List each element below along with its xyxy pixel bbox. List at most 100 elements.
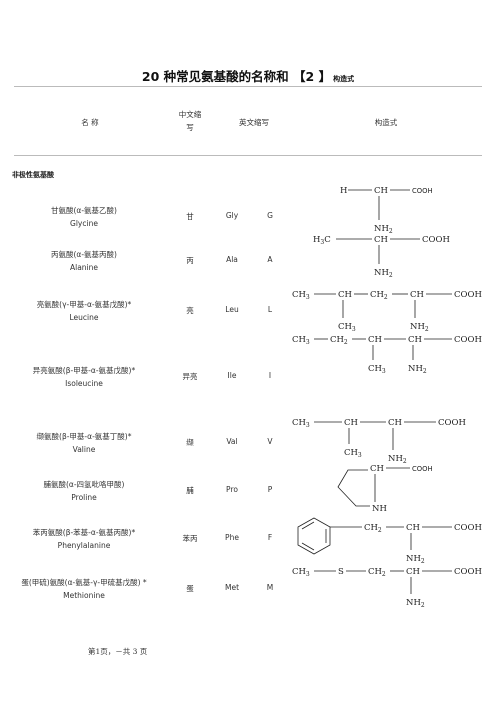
amino-acid-name-cn: 丙氨酸(α-氨基丙酸) — [50, 250, 117, 259]
header-top-rule — [14, 86, 482, 87]
amino-acid-name-en: Isoleucine — [65, 379, 103, 388]
en-abbr-three: Pro — [226, 485, 238, 494]
leucine-ch: CH — [338, 290, 352, 300]
methionine-ch: CH — [406, 567, 420, 577]
amino-acid-name-en: Leucine — [69, 313, 99, 322]
cn-abbr: 蛋 — [186, 584, 194, 593]
phenylalanine-cooh: COOH — [454, 523, 482, 533]
amino-acid-name: 甘氨酸(α-氨基乙酸) Glycine — [20, 204, 148, 230]
formula-isoleucine: CH3 CH2 CH CH COOH CH3 NH2 — [292, 335, 482, 375]
valine-ch-alpha: CH — [388, 418, 402, 428]
amino-acid-name-en: Glycine — [70, 219, 98, 228]
alanine-h3c: H3C — [313, 235, 331, 246]
isoleucine-ch-alpha: CH — [408, 335, 422, 345]
en-abbr-three: Ala — [226, 255, 238, 264]
header-cn-abbr-line2: 写 — [186, 123, 194, 132]
formula-glycine: H CH COOH NH2 — [340, 186, 433, 235]
formula-alanine: H3C CH COOH NH2 — [313, 235, 450, 279]
section-label: 非极性氨基酸 — [12, 171, 54, 179]
amino-acid-name-en: Phenylalanine — [57, 541, 111, 550]
amino-acid-name: 蛋(甲硫)氨酸(α-氨基-γ-甲硫基戊酸) * Methionine — [20, 576, 148, 602]
en-abbr-one: L — [267, 305, 273, 314]
header-cn-abbr-line1: 中文缩 — [178, 110, 202, 119]
amino-acid-name: 脯氨酸(α-四氢吡咯甲酸)Proline — [20, 478, 148, 504]
formula-methionine: CH3 S CH2 CH COOH NH2 — [292, 567, 482, 609]
page-footer: 第1页，－共 3 页 — [88, 647, 148, 656]
isoleucine-ch3: CH3 — [292, 335, 310, 346]
amino-acid-name: 苯丙氨酸(β-苯基-α-氨基丙酸)* Phenylalanine — [20, 526, 148, 552]
proline-cooh: COOH — [412, 465, 433, 473]
leucine-ch3-branch: CH3 — [338, 322, 356, 333]
methionine-s: S — [338, 567, 344, 577]
formula-valine: CH3 CH CH COOH CH3 NH2 — [292, 418, 466, 465]
valine-ch3: CH3 — [292, 418, 310, 429]
amino-acid-name-cn: 缬氨酸(β-甲基-α-氨基丁酸)* — [36, 432, 132, 441]
methionine-nh2: NH2 — [406, 598, 425, 609]
header-structure: 构造式 — [374, 118, 398, 127]
leucine-ch-alpha: CH — [410, 290, 424, 300]
phenylalanine-ch: CH — [406, 523, 420, 533]
amino-acid-name-cn: 异亮氨酸(β-甲基-α-氨基戊酸)* — [32, 366, 136, 375]
amino-acid-name-cn: 亮氨酸(γ-甲基-α-氨基戊酸)* — [36, 300, 132, 309]
leucine-ch3: CH3 — [292, 290, 310, 301]
isoleucine-ch-beta: CH — [368, 335, 382, 345]
en-abbr-one: A — [267, 255, 273, 264]
header-bottom-rule — [14, 155, 482, 156]
formula-phenylalanine: CH2 CH COOH NH2 — [297, 517, 482, 565]
amino-acid-name-cn: 苯丙氨酸(β-苯基-α-氨基丙酸)* — [32, 528, 136, 537]
glycine-nh2: NH2 — [374, 224, 393, 235]
glycine-h: H — [340, 186, 347, 196]
structural-formulas: H CH COOH NH2 H3C CH COOH NH2 CH3 CH CH2… — [292, 186, 482, 609]
methionine-ch2: CH2 — [368, 567, 386, 578]
glycine-cooh: COOH — [412, 187, 433, 195]
cn-abbr: 亮 — [186, 306, 194, 315]
glycine-ch: CH — [374, 186, 388, 196]
amino-acid-name-cn: 甘氨酸(α-氨基乙酸) — [50, 206, 117, 215]
amino-acid-name: 丙氨酸(α-氨基丙酸) Alanine — [20, 248, 148, 274]
cn-abbr: 甘 — [186, 212, 194, 221]
cn-abbr: 丙 — [186, 256, 194, 265]
header-en-abbr: 英文缩写 — [239, 118, 269, 127]
valine-cooh: COOH — [438, 418, 466, 428]
phenylalanine-nh2: NH2 — [406, 554, 425, 565]
en-abbr-three: Ile — [227, 371, 237, 380]
en-abbr-one: G — [267, 211, 273, 220]
en-abbr-one: I — [268, 371, 272, 380]
en-abbr-three: Gly — [225, 211, 239, 220]
leucine-ch2: CH2 — [370, 290, 388, 301]
amino-acid-name-en: Valine — [72, 445, 96, 454]
cn-abbr: 脯 — [186, 486, 194, 495]
en-abbr-three: Phe — [225, 533, 239, 542]
en-abbr-three: Met — [224, 583, 240, 592]
header-name: 名 称 — [81, 118, 99, 127]
title-sub: 构造式 — [333, 75, 355, 83]
isoleucine-cooh: COOH — [454, 335, 482, 345]
page-title: 20 种常见氨基酸的名称和 【2 】构造式 — [0, 66, 496, 85]
formula-leucine: CH3 CH CH2 CH COOH CH3 NH2 — [292, 290, 482, 333]
amino-acid-name-cn: 蛋(甲硫)氨酸(α-氨基-γ-甲硫基戊酸) * — [21, 578, 147, 587]
cn-abbr: 缬 — [186, 438, 194, 447]
amino-acid-name-en: Alanine — [69, 263, 98, 272]
proline-ch: CH — [370, 464, 384, 474]
amino-acid-name: 缬氨酸(β-甲基-α-氨基丁酸)* Valine — [20, 430, 148, 456]
en-abbr-one: P — [267, 485, 273, 494]
valine-nh2: NH2 — [388, 454, 407, 465]
isoleucine-nh2: NH2 — [408, 364, 427, 375]
proline-nh: NH — [372, 504, 387, 514]
amino-acid-name-en: Methionine — [63, 591, 105, 600]
title-main: 20 种常见氨基酸的名称和 【2 】 — [141, 69, 332, 84]
amino-acid-name-cn: 脯氨酸(α-四氢吡咯甲酸) — [43, 480, 125, 489]
formula-proline: CH COOH NH — [337, 464, 433, 514]
alanine-ch: CH — [374, 235, 388, 245]
header-cn-abbr: 中文缩 写 — [168, 108, 212, 134]
cn-abbr: 苯丙 — [182, 534, 198, 543]
leucine-nh2: NH2 — [410, 322, 429, 333]
en-abbr-one: V — [267, 437, 273, 446]
isoleucine-ch2: CH2 — [330, 335, 348, 346]
methionine-ch3: CH3 — [292, 567, 310, 578]
amino-acid-name: 异亮氨酸(β-甲基-α-氨基戊酸)* Isoleucine — [20, 364, 148, 390]
en-abbr-three: Leu — [225, 305, 239, 314]
phenylalanine-ch2: CH2 — [364, 523, 382, 534]
alanine-nh2: NH2 — [374, 268, 393, 279]
valine-ch3-branch: CH3 — [344, 448, 362, 459]
